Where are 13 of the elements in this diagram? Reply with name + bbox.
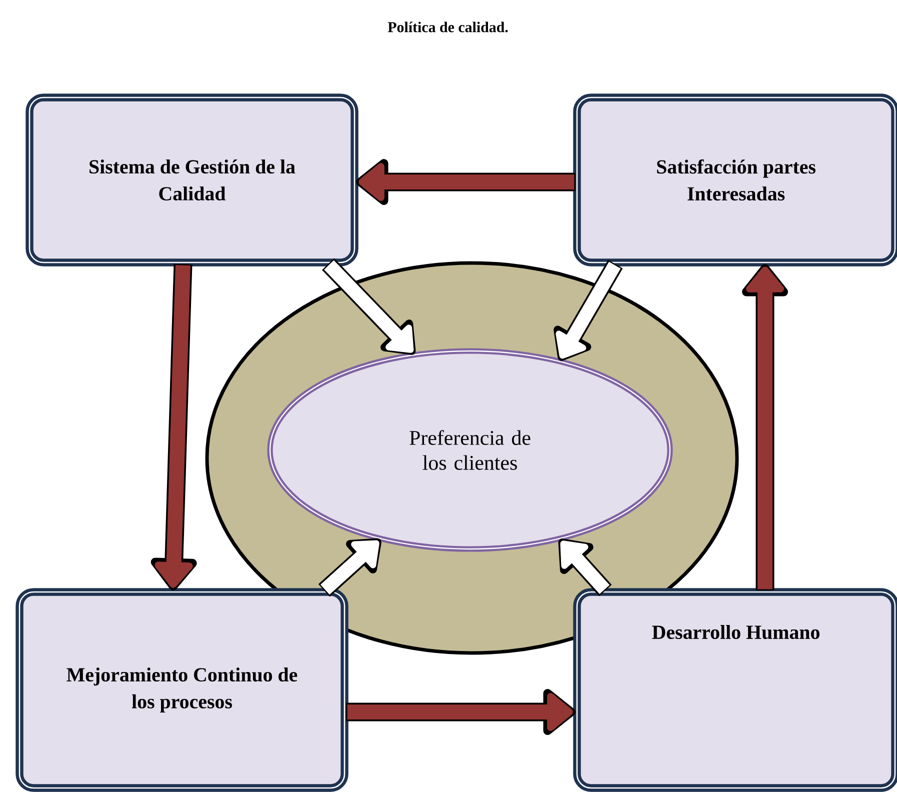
block-arrow [742, 264, 788, 590]
title: Política de calidad. [388, 22, 508, 32]
block-arrow [150, 264, 197, 590]
block-arrow [558, 538, 612, 596]
process-box: Satisfacción partes Interesadas [573, 94, 897, 266]
block-arrow [322, 258, 416, 355]
process-box: Mejoramiento Continuo de los procesos [16, 588, 348, 792]
process-box: Sistema de Gestión de la Calidad [26, 94, 358, 266]
process-box: Desarrollo Humano [573, 588, 897, 792]
block-arrow [356, 159, 576, 205]
block-arrow [318, 538, 382, 597]
block-arrow [346, 689, 576, 735]
block-arrow [554, 260, 623, 361]
